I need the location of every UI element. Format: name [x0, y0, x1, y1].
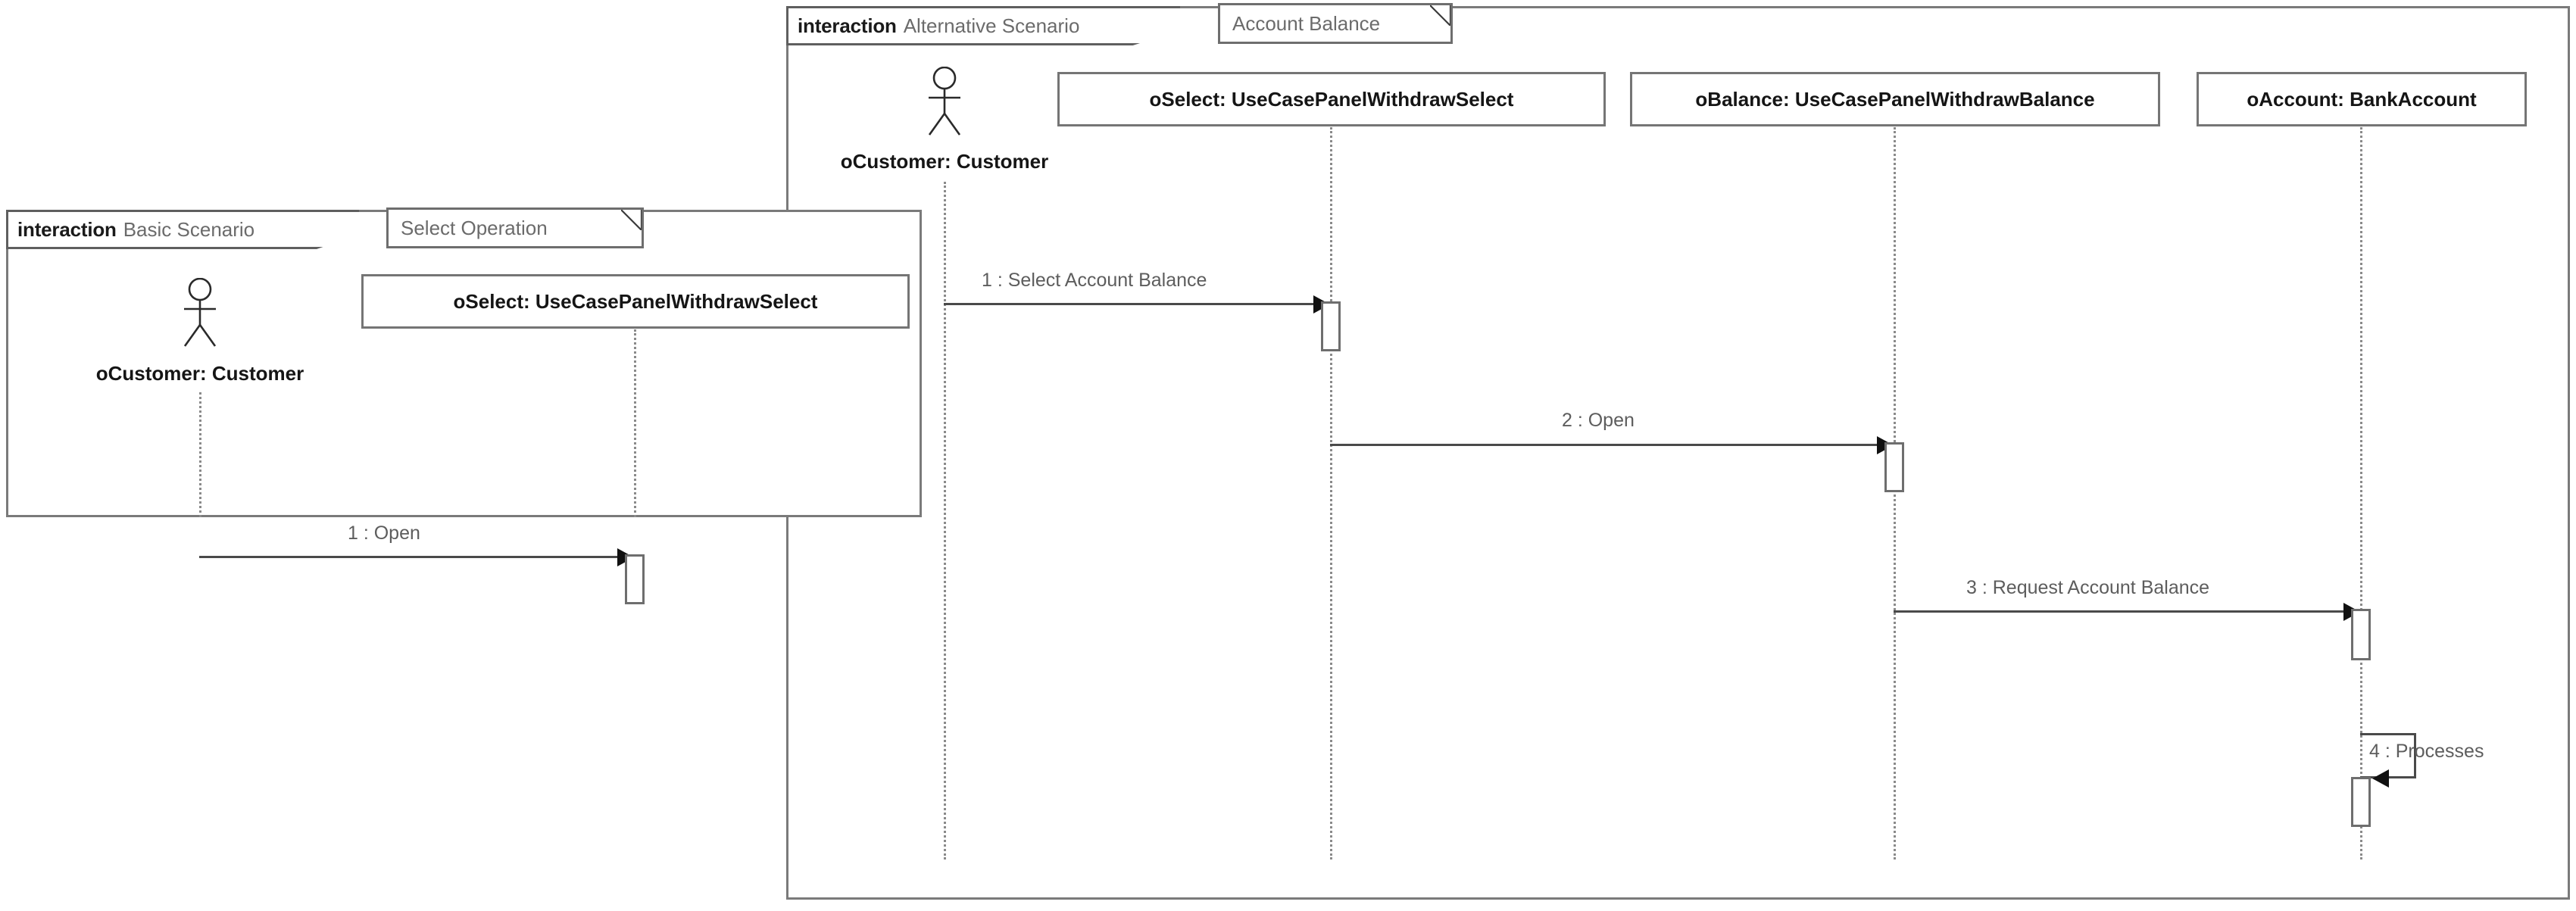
message-line-alt-3[interactable] — [1894, 610, 2348, 613]
actor-label-oCustomer-alt: oCustomer: Customer — [840, 150, 1049, 173]
lifeline-oAccount-alt — [2360, 127, 2362, 860]
message-label-alt-1: 1 : Select Account Balance — [982, 270, 1207, 291]
lifeline-head-oSelect-basic[interactable]: oSelect: UseCasePanelWithdrawSelect — [361, 274, 910, 329]
lifeline-oCustomer-alt — [944, 182, 946, 860]
note-account-balance[interactable]: Account Balance — [1218, 3, 1453, 44]
message-line-basic-1[interactable] — [199, 556, 620, 558]
frame-header-basic-scenario: interaction Basic Scenario — [6, 210, 359, 249]
lifeline-oSelect-alt — [1330, 127, 1332, 860]
note-text: Account Balance — [1232, 11, 1381, 35]
activation-bar-alt-oSelect-1[interactable] — [1321, 301, 1341, 351]
frame-name-label: Basic Scenario — [123, 217, 255, 241]
frame-keyword-label: interaction — [17, 217, 117, 241]
activation-bar-alt-oBalance-2[interactable] — [1884, 442, 1904, 492]
interaction-frame-alternative-scenario[interactable]: interaction Alternative Scenario — [786, 6, 2570, 900]
activation-bar-alt-oAccount-4[interactable] — [2351, 777, 2371, 827]
activation-bar-alt-oAccount-3[interactable] — [2351, 609, 2371, 660]
message-label-alt-3: 3 : Request Account Balance — [1966, 577, 2210, 598]
lifeline-oCustomer-basic — [199, 392, 201, 517]
note-fold-icon — [621, 210, 642, 230]
actor-icon-oCustomer-basic — [183, 278, 217, 347]
frame-header-alternative-scenario: interaction Alternative Scenario — [786, 6, 1180, 45]
message-line-alt-1[interactable] — [944, 303, 1315, 305]
message-label-alt-4: 4 : Processes — [2369, 741, 2484, 762]
actor-label-oCustomer-basic: oCustomer: Customer — [95, 362, 304, 385]
message-label-basic-1: 1 : Open — [348, 523, 420, 544]
interaction-frame-basic-scenario[interactable] — [6, 210, 922, 517]
message-label-alt-2: 2 : Open — [1562, 410, 1635, 431]
frame-name-label: Alternative Scenario — [903, 14, 1080, 37]
lifeline-head-oAccount-alt[interactable]: oAccount: BankAccount — [2197, 72, 2527, 126]
lifeline-oSelect-basic — [634, 329, 636, 517]
message-arrowhead-alt-4 — [2372, 769, 2389, 788]
note-text: Select Operation — [401, 216, 548, 239]
lifeline-head-oSelect-alt[interactable]: oSelect: UseCasePanelWithdrawSelect — [1057, 72, 1606, 126]
note-fold-icon — [1430, 5, 1450, 26]
lifeline-head-oBalance-alt[interactable]: oBalance: UseCasePanelWithdrawBalance — [1630, 72, 2160, 126]
lifeline-oBalance-alt — [1894, 127, 1896, 860]
activation-bar-basic-oSelect-1[interactable] — [625, 554, 645, 604]
note-select-operation[interactable]: Select Operation — [386, 207, 644, 248]
actor-icon-oCustomer-alt — [928, 67, 961, 136]
message-line-alt-2[interactable] — [1330, 444, 1878, 446]
frame-keyword-label: interaction — [798, 14, 897, 37]
